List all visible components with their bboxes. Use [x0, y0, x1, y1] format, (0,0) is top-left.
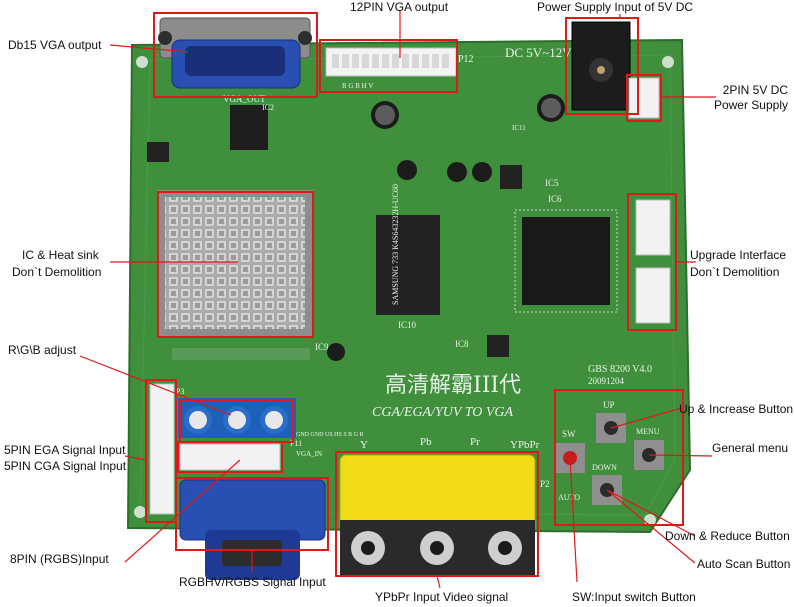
label-ic-heatsink-line2: Don`t Demolition — [12, 265, 102, 279]
sdram-chip — [376, 215, 440, 315]
ic6-silk: IC6 — [548, 194, 562, 204]
5pin-headers — [149, 383, 175, 515]
label-upgrade-line2: Don`t Demolition — [690, 265, 780, 279]
ic9-silk: IC9 — [315, 342, 329, 352]
small-chip — [147, 142, 169, 162]
sw-silk: SW — [562, 429, 576, 439]
rgb-potentiometers — [178, 398, 296, 438]
vga-out-silk: VGA_OUT — [223, 94, 266, 104]
label-12pin-vga-output: 12PIN VGA output — [350, 0, 449, 14]
model-silk: GBS 8200 V4.0 — [588, 364, 652, 375]
db15-output-connector — [158, 17, 312, 89]
menu-silk: MENU — [636, 427, 660, 436]
label-upgrade-line1: Upgrade Interface — [690, 248, 787, 262]
y-silk: Y — [360, 439, 368, 451]
label-power-supply: Power Supply Input of 5V DC — [537, 0, 694, 14]
p3-silk: P3 — [176, 387, 184, 396]
p12-silk: P12 — [458, 54, 474, 65]
p2-silk: P2 — [540, 479, 550, 489]
up-silk: UP — [603, 400, 615, 410]
ic11-silk: IC11 — [512, 124, 526, 132]
ic10-silk: IC10 — [398, 320, 417, 330]
label-sw-input: SW:Input switch Button — [572, 590, 696, 604]
vga-in-silk: VGA_IN — [296, 450, 322, 458]
12pin-header — [325, 47, 457, 77]
label-rgbhv: RGBHV/RGBS Signal Input — [179, 575, 326, 589]
down-silk: DOWN — [592, 463, 617, 472]
ic2-silk: IC2 — [262, 103, 274, 112]
small-chip — [487, 335, 509, 357]
pr-silk: Pr — [470, 436, 480, 448]
ypbpr-rca-block — [339, 454, 536, 575]
chinese-title-silk: 高清解霸III代 — [385, 373, 521, 398]
mcu-chip — [522, 217, 610, 305]
pins-silk: GND GND US HS S B G R — [296, 432, 364, 438]
label-up-increase: Up & Increase Button — [679, 402, 794, 416]
label-general-menu: General menu — [712, 441, 789, 455]
dc-jack — [571, 21, 631, 111]
2pin-connector — [628, 77, 660, 119]
capacitors — [327, 94, 565, 361]
dc-range-silk: DC 5V~12V — [505, 45, 572, 60]
label-5pin-ega: 5PIN EGA Signal Input — [4, 443, 126, 457]
date-silk: 20091204 — [588, 376, 625, 386]
p11-silk: P11 — [290, 439, 302, 448]
leader-lines — [79, 10, 716, 589]
ic2-chip — [230, 105, 268, 150]
label-ypbpr: YPbPr Input Video signal — [375, 590, 509, 604]
upgrade-header-2 — [635, 267, 671, 324]
label-2pin-line1: 2PIN 5V DC — [722, 83, 788, 97]
small-chip — [500, 165, 522, 189]
ic8-silk: IC8 — [455, 339, 469, 349]
pin-legend-silk: R G B H V — [342, 82, 373, 90]
label-auto-scan: Auto Scan Button — [697, 557, 791, 571]
label-2pin-line2: Power Supply — [713, 98, 788, 112]
label-5pin-cga: 5PIN CGA Signal Input — [4, 459, 127, 473]
label-ic-heatsink-line1: IC & Heat sink — [22, 248, 99, 262]
label-down-reduce: Down & Reduce Button — [665, 529, 790, 543]
pb-silk: Pb — [420, 436, 432, 448]
auto-silk: AUTO — [558, 493, 580, 502]
8pin-header — [179, 443, 281, 471]
cga-line-silk: CGA/EGA/YUV TO VGA — [372, 405, 513, 420]
resistor-row — [172, 348, 310, 360]
label-rgb-adjust: R\G\B adjust — [8, 343, 77, 357]
sdram-silk: SAMSUNG 733 K4S643232H-UC60 — [391, 184, 400, 305]
heat-sink — [158, 190, 313, 336]
upgrade-header-1 — [635, 199, 671, 256]
label-db15-output: Db15 VGA output — [8, 38, 102, 52]
ic5-silk: IC5 — [545, 178, 559, 188]
label-8pin-rgbs: 8PIN (RGBS)Input — [10, 552, 109, 566]
ypbpr-silk: YPbPr — [510, 439, 540, 451]
